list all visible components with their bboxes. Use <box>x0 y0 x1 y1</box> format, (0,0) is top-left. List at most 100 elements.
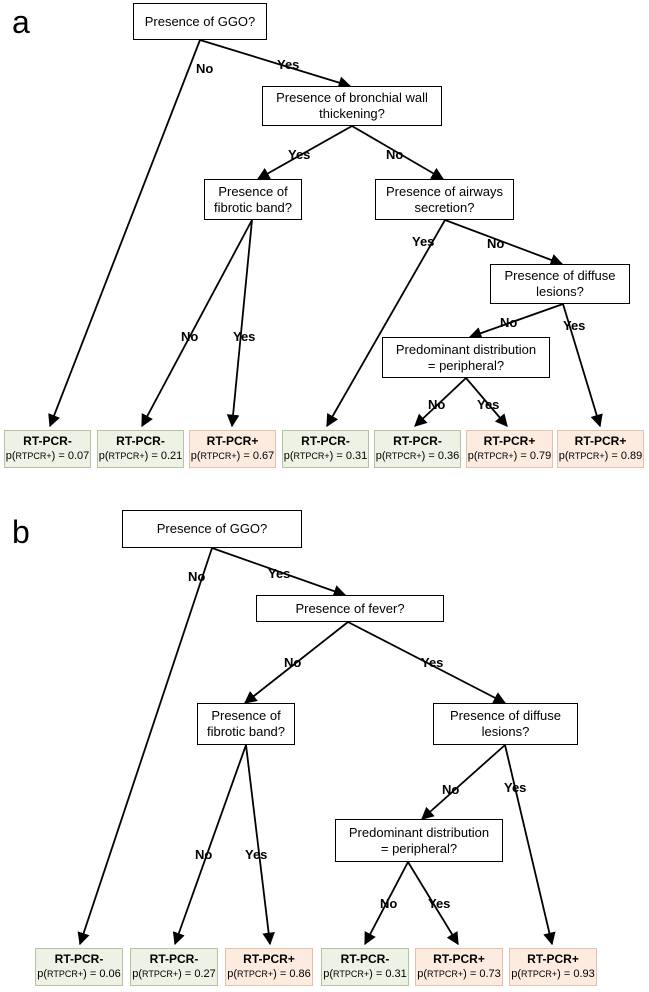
b-leaf-probability: p(RTPCR+) = 0.86 <box>227 968 311 980</box>
edge-a-bronchial-no <box>351 125 445 180</box>
b-leaf-result: RT-PCR+ <box>243 952 295 966</box>
b-question-fibrotic-line1: Presence of <box>211 708 281 723</box>
b-edge-label-fibrotic-no: No <box>195 847 213 862</box>
b-leaf-probability: p(RTPCR+) = 0.93 <box>511 968 595 980</box>
a-question-ggo-text: Presence of GGO? <box>144 13 256 29</box>
a-question-diffuse: Presence of diffuse lesions? <box>490 264 630 304</box>
b-leaf-result: RT-PCR- <box>149 952 199 966</box>
a-question-bronchial: Presence of bronchial wall thickening? <box>262 86 442 126</box>
a-leaf-result: RT-PCR- <box>116 434 165 448</box>
a-edge-label-fibrotic-no: No <box>181 329 199 344</box>
a-edge-label-ggo-no: No <box>196 61 214 76</box>
a-edge-label-bronchial-yes: Yes <box>288 147 311 162</box>
b-question-diffuse: Presence of diffuse lesions? <box>433 703 578 745</box>
b-edge-label-predominant-no: No <box>380 896 398 911</box>
a-leaf: RT-PCR- p(RTPCR+) = 0.21 <box>97 430 184 468</box>
a-question-predominant-line1: Predominant distribution <box>395 341 537 357</box>
edge-b-diffuse-yes <box>504 744 556 946</box>
b-question-predominant-line2: = peripheral? <box>380 840 458 856</box>
a-leaf-probability: p(RTPCR+) = 0.36 <box>375 450 460 462</box>
edge-a-diffuse-no <box>468 303 564 340</box>
b-question-fibrotic: Presence of fibrotic band? <box>197 703 295 745</box>
b-leaf-result: RT-PCR+ <box>433 952 485 966</box>
a-edge-label-airways-no: No <box>487 236 505 251</box>
a-question-ggo: Presence of GGO? <box>133 3 267 40</box>
a-question-fibrotic-line1: Presence of <box>218 183 288 199</box>
a-leaf-probability: p(RTPCR+) = 0.79 <box>467 450 552 462</box>
edge-a-bronchial-yes <box>256 125 353 180</box>
a-question-fibrotic: Presence of fibrotic band? <box>204 179 302 220</box>
a-leaf-result: RT-PCR+ <box>483 434 536 448</box>
edge-a-fibrotic-yes <box>226 219 253 428</box>
edge-a-ggo-yes <box>199 39 352 89</box>
edge-b-ggo-yes <box>211 547 347 598</box>
b-question-fever: Presence of fever? <box>256 595 444 622</box>
a-edge-label-fibrotic-yes: Yes <box>233 329 256 344</box>
edge-b-diffuse-no <box>421 744 506 820</box>
a-leaf: RT-PCR+ p(RTPCR+) = 0.79 <box>466 430 553 468</box>
b-leaf-probability: p(RTPCR+) = 0.73 <box>417 968 501 980</box>
a-leaf-result: RT-PCR+ <box>206 434 259 448</box>
b-leaf-probability: p(RTPCR+) = 0.31 <box>323 968 407 980</box>
a-edge-label-diffuse-yes: Yes <box>563 318 586 333</box>
b-edge-label-ggo-no: No <box>188 569 206 584</box>
a-question-airways-line1: Presence of airways <box>385 183 504 199</box>
panel-a-letter: a <box>12 4 30 40</box>
edge-a-diffuse-yes <box>562 303 603 428</box>
a-question-fibrotic-line2: fibrotic band? <box>213 199 293 215</box>
edge-b-fever-no <box>244 621 349 704</box>
a-leaf: RT-PCR+ p(RTPCR+) = 0.89 <box>557 430 644 468</box>
edge-a-fibrotic-no <box>141 219 253 428</box>
b-question-predominant: Predominant distribution = peripheral? <box>335 819 503 862</box>
a-question-airways: Presence of airways secretion? <box>375 179 514 220</box>
edge-a-airways-yes <box>326 219 446 428</box>
a-question-predominant: Predominant distribution = peripheral? <box>382 337 550 378</box>
b-edge-label-ggo-yes: Yes <box>268 566 291 581</box>
a-leaf: RT-PCR- p(RTPCR+) = 0.07 <box>4 430 91 468</box>
a-leaf-probability: p(RTPCR+) = 0.89 <box>558 450 643 462</box>
b-edge-label-diffuse-yes: Yes <box>504 780 527 795</box>
b-leaf: RT-PCR- p(RTPCR+) = 0.06 <box>35 948 123 986</box>
edge-b-predominant-no <box>364 861 409 946</box>
a-edge-label-bronchial-no: No <box>386 147 404 162</box>
b-question-fever-text: Presence of fever? <box>295 600 405 616</box>
a-edge-label-ggo-yes: Yes <box>277 57 300 72</box>
edge-b-predominant-yes <box>407 861 459 946</box>
b-leaf-probability: p(RTPCR+) = 0.27 <box>132 968 216 980</box>
b-leaf: RT-PCR- p(RTPCR+) = 0.27 <box>130 948 218 986</box>
edge-b-fibrotic-no <box>172 744 247 946</box>
a-edge-label-diffuse-no: No <box>500 315 518 330</box>
b-question-ggo-text: Presence of GGO? <box>156 521 268 536</box>
a-leaf-probability: p(RTPCR+) = 0.67 <box>190 450 275 462</box>
a-question-predominant-line2: = peripheral? <box>427 357 505 373</box>
b-question-predominant-line1: Predominant distribution <box>348 824 490 840</box>
a-leaf: RT-PCR+ p(RTPCR+) = 0.67 <box>189 430 276 468</box>
a-edge-label-airways-yes: Yes <box>412 234 435 249</box>
b-leaf: RT-PCR- p(RTPCR+) = 0.31 <box>321 948 409 986</box>
panel-b-letter: b <box>12 514 30 550</box>
edge-a-ggo-no <box>48 39 201 428</box>
a-leaf: RT-PCR- p(RTPCR+) = 0.31 <box>282 430 369 468</box>
a-edge-label-predominant-no: No <box>428 397 446 412</box>
b-leaf: RT-PCR+ p(RTPCR+) = 0.93 <box>509 948 597 986</box>
a-question-diffuse-line2: lesions? <box>536 284 584 299</box>
b-leaf: RT-PCR+ p(RTPCR+) = 0.73 <box>415 948 503 986</box>
a-leaf-result: RT-PCR+ <box>574 434 627 448</box>
a-leaf-result: RT-PCR- <box>393 434 442 448</box>
a-edge-label-predominant-yes: Yes <box>477 397 500 412</box>
b-question-diffuse-line2: lesions? <box>481 724 530 739</box>
b-question-diffuse-line1: Presence of diffuse <box>449 708 562 723</box>
b-leaf-result: RT-PCR- <box>54 952 104 966</box>
edge-a-predominant-no <box>414 377 467 427</box>
b-edge-label-fever-yes: Yes <box>421 655 444 670</box>
edge-b-ggo-no <box>77 547 213 946</box>
b-question-ggo: Presence of GGO? <box>122 510 302 548</box>
a-question-airways-line2: secretion? <box>414 199 475 215</box>
b-edge-label-predominant-yes: Yes <box>428 896 451 911</box>
b-leaf-probability: p(RTPCR+) = 0.06 <box>37 968 121 980</box>
a-leaf-probability: p(RTPCR+) = 0.21 <box>98 450 183 462</box>
b-edge-label-fever-no: No <box>284 655 302 670</box>
a-leaf-result: RT-PCR- <box>301 434 350 448</box>
a-leaf-result: RT-PCR- <box>23 434 72 448</box>
